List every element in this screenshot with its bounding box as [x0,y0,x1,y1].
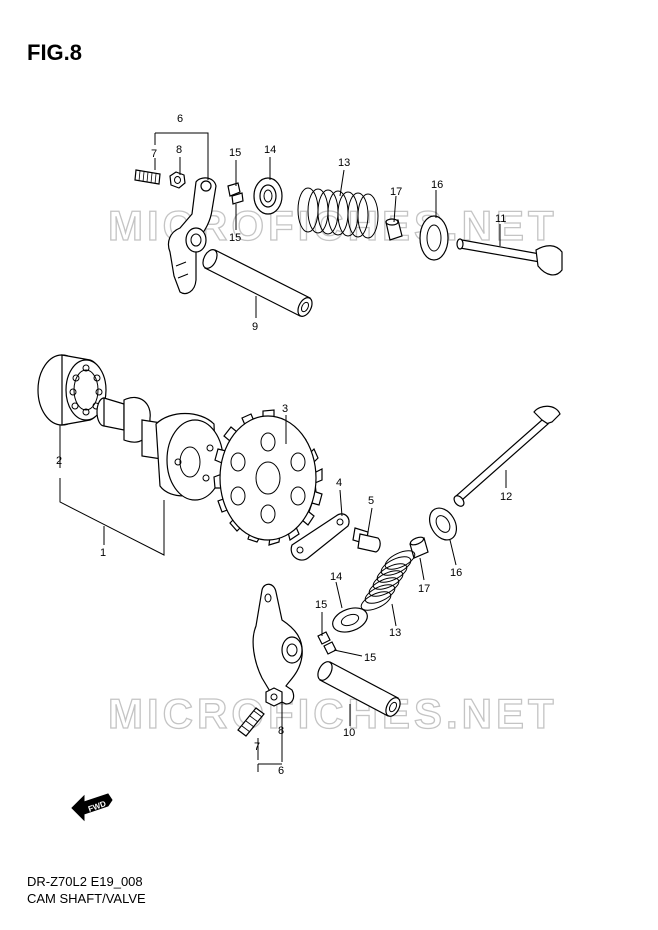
callout-6-top: 6 [177,113,183,125]
camshaft-bearing [37,354,107,426]
spring-retainer-top [253,177,283,215]
rocker-shaft-top [202,249,313,317]
valve-bottom [453,405,561,507]
callout-16-top: 16 [431,179,443,191]
adjusting-screw-top [134,169,161,185]
callout-numbers: 6 7 8 15 14 13 17 16 11 15 9 3 2 4 12 5 … [56,113,512,777]
callout-15-c: 15 [315,599,327,611]
model-code: DR-Z70L2 E19_008 [27,874,143,889]
callout-17-bottom: 17 [418,583,430,595]
callout-10: 10 [343,727,355,739]
valve-spring-top [297,187,379,239]
callout-3: 3 [282,403,288,415]
section-name: CAM SHAFT/VALVE [27,891,146,906]
callout-9: 9 [252,321,258,333]
callout-15-a: 15 [229,147,241,159]
rocker-arm-top [167,177,217,295]
callout-8-bottom: 8 [278,725,284,737]
rocker-shaft-bottom [317,661,401,717]
spring-seat-top [419,215,449,261]
callout-12: 12 [500,491,512,503]
callout-14-bottom: 14 [330,571,342,583]
callout-7-top: 7 [151,148,157,160]
watermark-bottom: MICROFICHES.NET [108,690,558,737]
callout-17-top: 17 [390,186,402,198]
leader-lines [59,132,507,772]
valve-cotter-bottom [317,631,337,655]
callout-5: 5 [368,495,374,507]
rocker-arm-bottom [252,583,303,705]
lock-nut-bottom [265,687,283,707]
figure-title: FIG.8 [27,40,83,65]
callout-13-bottom: 13 [389,627,401,639]
callout-1: 1 [100,547,106,559]
callout-7-bottom: 7 [254,741,260,753]
adjusting-screw-bottom [237,707,265,737]
sprocket-plate [290,513,350,561]
spring-retainer-bottom [332,607,368,633]
callout-15-d: 15 [364,652,376,664]
callout-13-top: 13 [338,157,350,169]
camshaft [96,396,224,501]
forward-direction-badge: FWD [71,793,113,822]
spring-seat-bottom [428,507,458,541]
stem-seal-top [385,218,403,241]
callout-16-bottom: 16 [450,567,462,579]
cam-sprocket [213,409,323,546]
plate-bolt [352,527,381,553]
callout-6-bottom: 6 [278,765,284,777]
callout-14-top: 14 [264,144,276,156]
callout-2: 2 [56,455,62,467]
callout-15-b: 15 [229,232,241,244]
callout-8-top: 8 [176,144,182,156]
lock-nut-top [169,171,186,189]
valve-top [456,238,563,276]
callout-11: 11 [495,213,506,225]
valve-spring-bottom [360,550,416,611]
stem-seal-bottom [409,536,429,559]
valve-cotter-top [227,182,244,205]
callout-4: 4 [336,477,342,489]
